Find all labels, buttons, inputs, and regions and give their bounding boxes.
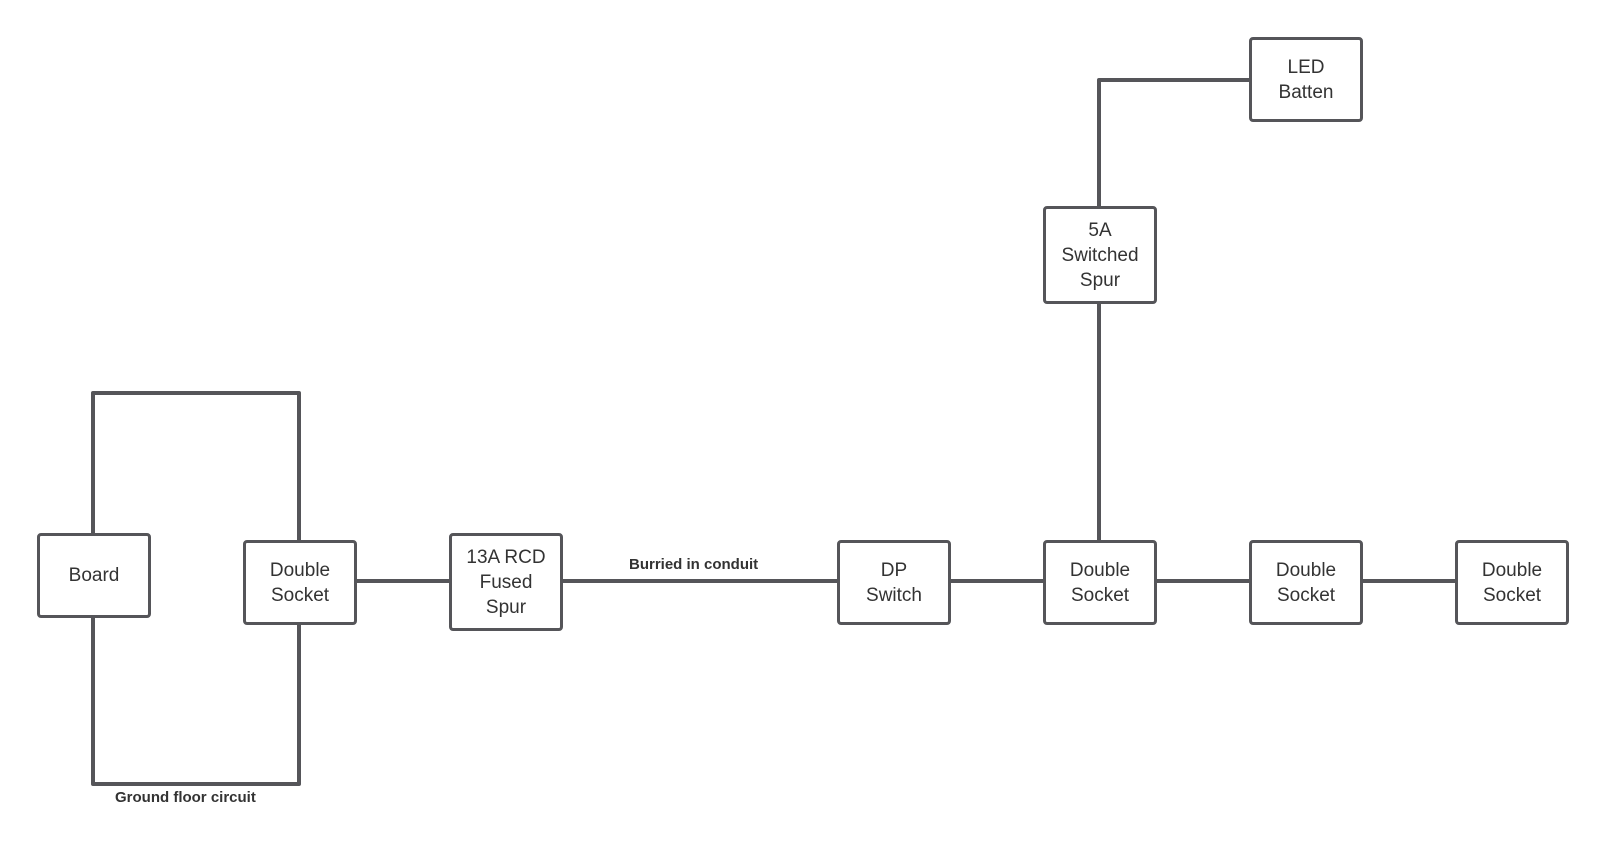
double-socket-3-node: Double Socket bbox=[1455, 540, 1569, 625]
socket-1-label-line-2: Socket bbox=[1070, 584, 1130, 606]
led-batten-label-line-1: LED bbox=[1287, 56, 1325, 78]
ground-floor-circuit-label: Ground floor circuit bbox=[115, 789, 256, 806]
dp-switch-label-line-2: Switch bbox=[866, 584, 922, 606]
switched-spur-label-line-3: Spur bbox=[1079, 269, 1121, 291]
ring-wire-bottom bbox=[91, 617, 301, 786]
double-socket-2-node: Double Socket bbox=[1249, 540, 1363, 625]
switched-spur-label-line-2: Switched bbox=[1061, 244, 1139, 266]
rcd-spur-label-line-1: 13A RCD bbox=[466, 546, 546, 568]
dp-switch-label-line-1: DP bbox=[880, 559, 908, 581]
switched-spur-node: 5A Switched Spur bbox=[1043, 206, 1157, 304]
socket-2-label-line-1: Double bbox=[1275, 559, 1337, 581]
wire-spur-to-led bbox=[1097, 78, 1249, 206]
board-label-line-1: Board bbox=[68, 565, 120, 586]
ring-wire-top bbox=[91, 391, 301, 540]
board-node: Board bbox=[37, 533, 151, 618]
socket-3-label-line-2: Socket bbox=[1482, 584, 1542, 606]
rcd-fused-spur-node: 13A RCD Fused Spur bbox=[449, 533, 563, 631]
socket-3-label-line-1: Double bbox=[1481, 559, 1543, 581]
conduit-label: Burried in conduit bbox=[629, 556, 759, 573]
switched-spur-label-line-1: 5A bbox=[1088, 219, 1112, 241]
socket-2-label-line-2: Socket bbox=[1276, 584, 1336, 606]
rcd-spur-label-line-2: Fused bbox=[479, 571, 533, 593]
socket-ground-label-line-1: Double bbox=[269, 559, 331, 581]
double-socket-ground-node: Double Socket bbox=[243, 540, 357, 625]
led-batten-label-line-2: Batten bbox=[1278, 81, 1334, 103]
socket-1-label-line-1: Double bbox=[1069, 559, 1131, 581]
led-batten-node: LED Batten bbox=[1249, 37, 1363, 122]
dp-switch-node: DP Switch bbox=[837, 540, 951, 625]
socket-ground-label-line-2: Socket bbox=[270, 584, 330, 606]
rcd-spur-label-line-3: Spur bbox=[485, 596, 527, 618]
double-socket-1-node: Double Socket bbox=[1043, 540, 1157, 625]
